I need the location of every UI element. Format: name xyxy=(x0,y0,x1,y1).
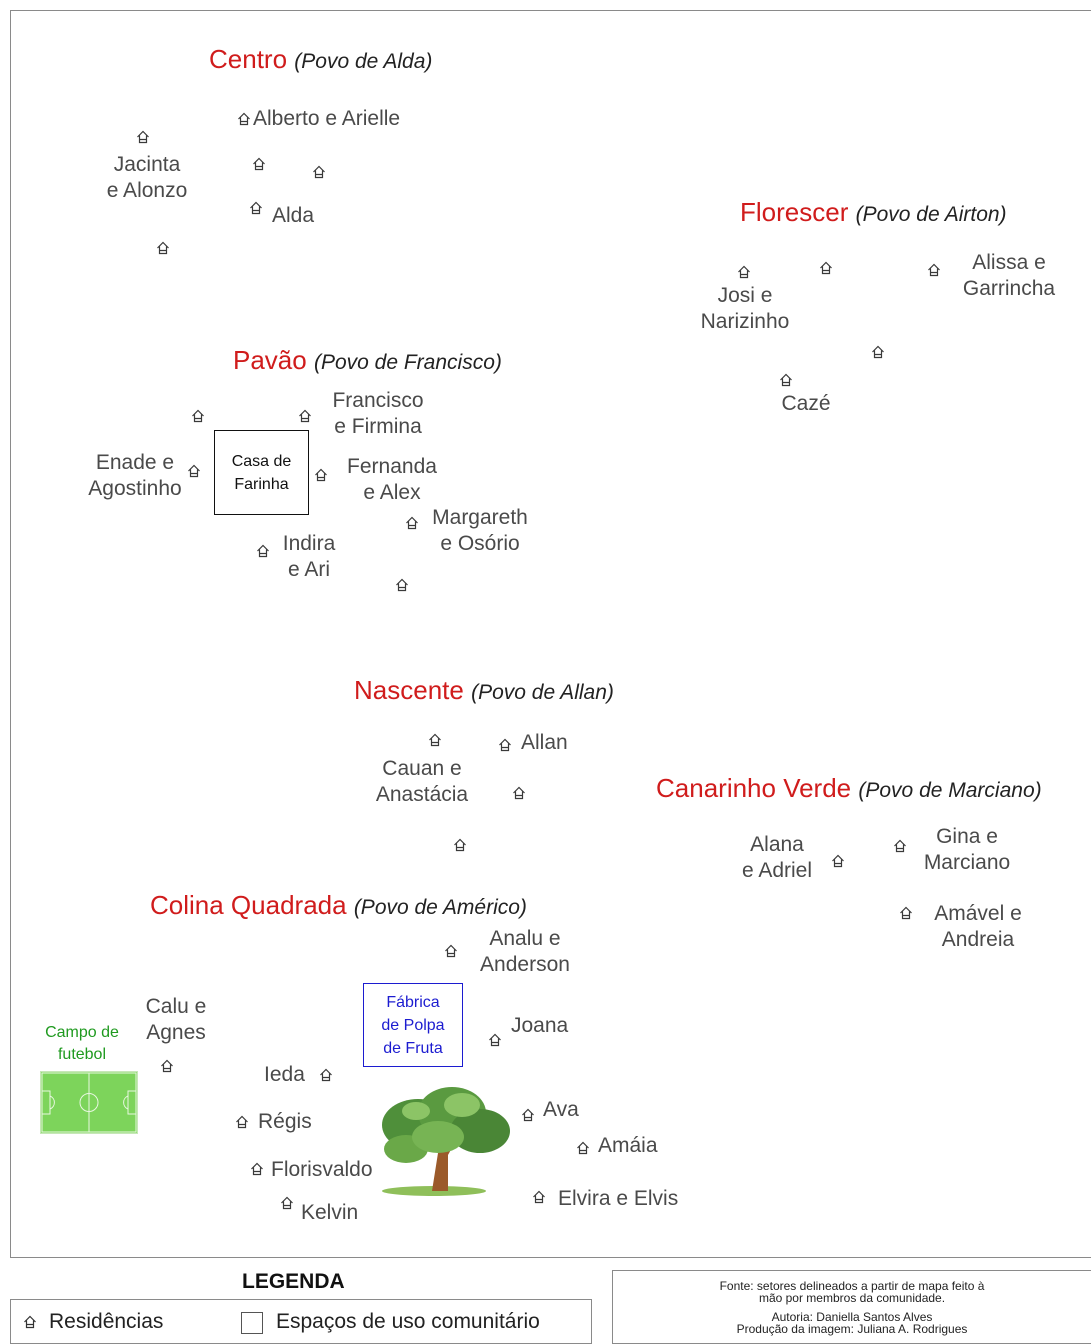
house-icon xyxy=(23,1315,37,1329)
house-icon xyxy=(250,1162,264,1176)
source-line-2: mão por membros da comunidade. xyxy=(758,1291,946,1305)
house-icon xyxy=(405,516,419,530)
house-icon xyxy=(252,157,266,171)
house-icon xyxy=(256,544,270,558)
house-icon xyxy=(280,1196,294,1210)
sector-canarinho-verde: Canarinho Verde (Povo de Marciano) xyxy=(656,773,1042,803)
house-icon xyxy=(498,738,512,752)
house-icon xyxy=(237,112,251,126)
house-icon xyxy=(428,733,442,747)
house-icon xyxy=(899,906,913,920)
house-icon xyxy=(156,241,170,255)
house-icon xyxy=(488,1033,502,1047)
label-ava: Ava xyxy=(543,1098,579,1121)
map-frame xyxy=(10,10,1091,1258)
house-icon xyxy=(319,1068,333,1082)
legend-residences: Residências xyxy=(49,1310,164,1333)
house-icon xyxy=(160,1059,174,1073)
house-icon xyxy=(298,409,312,423)
house-icon xyxy=(136,130,150,144)
house-icon xyxy=(576,1141,590,1155)
soccer-field-icon xyxy=(40,1071,138,1134)
label-caze: Cazé xyxy=(781,392,831,415)
sector-pavao: Pavão (Povo de Francisco) xyxy=(233,345,502,375)
house-icon xyxy=(235,1115,249,1129)
house-icon xyxy=(737,265,751,279)
sector-florescer: Florescer (Povo de Airton) xyxy=(740,197,1007,227)
sector-centro: Centro (Povo de Alda) xyxy=(209,44,433,74)
house-icon xyxy=(249,201,263,215)
sector-nascente: Nascente (Povo de Allan) xyxy=(354,675,614,705)
house-icon xyxy=(314,468,328,482)
label-allan: Allan xyxy=(521,731,568,754)
label-alda: Alda xyxy=(272,204,315,227)
house-icon xyxy=(521,1108,535,1122)
label-kelvin: Kelvin xyxy=(301,1201,359,1224)
house-icon xyxy=(532,1190,546,1204)
source-credits: Fonte: setores delineados a partir de ma… xyxy=(612,1270,1091,1344)
house-icon xyxy=(444,944,458,958)
legend-box: Residências Espaços de uso comunitário xyxy=(10,1299,592,1344)
label-alberto-arielle: Alberto e Arielle xyxy=(253,107,401,130)
house-icon xyxy=(312,165,326,179)
house-icon xyxy=(191,409,205,423)
house-icon xyxy=(453,838,467,852)
square-icon xyxy=(241,1312,263,1336)
label-regis: Régis xyxy=(258,1110,312,1133)
legend-title: LEGENDA xyxy=(242,1270,345,1293)
label-joana: Joana xyxy=(511,1014,569,1037)
label-amaia: Amáia xyxy=(598,1134,658,1157)
label-elvira-elvis: Elvira e Elvis xyxy=(558,1187,679,1210)
sector-colina-quadrada: Colina Quadrada (Povo de Américo) xyxy=(150,890,527,920)
house-icon xyxy=(187,464,201,478)
house-icon xyxy=(831,854,845,868)
legend-community-spaces: Espaços de uso comunitário xyxy=(276,1310,540,1333)
house-icon xyxy=(779,373,793,387)
house-icon xyxy=(512,786,526,800)
source-line-4: Produção da imagem: Juliana A. Rodrigues xyxy=(736,1322,968,1336)
label-ieda: Ieda xyxy=(264,1063,305,1086)
source-line-3: Autoria: Daniella Santos Alves xyxy=(771,1310,933,1324)
house-icon xyxy=(819,261,833,275)
house-icon xyxy=(871,345,885,359)
house-icon xyxy=(893,839,907,853)
source-line-1: Fonte: setores delineados a partir de ma… xyxy=(719,1279,985,1293)
house-icon xyxy=(395,578,409,592)
tree-icon xyxy=(372,1083,520,1197)
house-icon xyxy=(927,263,941,277)
label-florisvaldo: Florisvaldo xyxy=(271,1158,373,1181)
